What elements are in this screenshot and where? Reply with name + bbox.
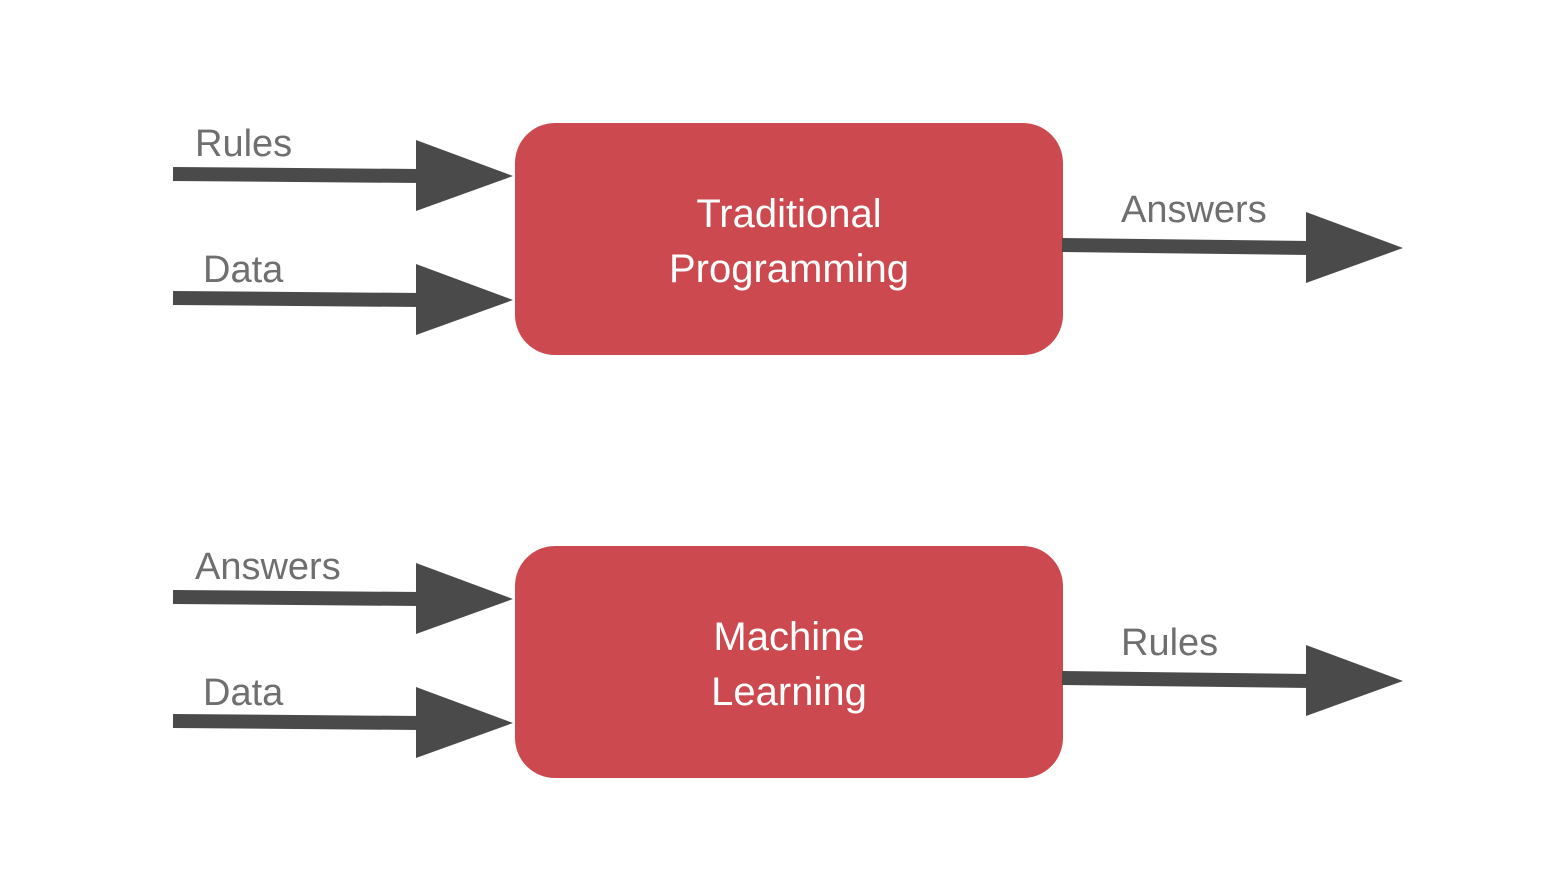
arrow-head [416,264,513,335]
traditional-programming-group: Rules Data Traditional Programming Answe… [172,123,1403,355]
output-arrow-answers: Answers [1061,189,1403,283]
arrow-head [416,140,513,211]
arrow-head [1306,212,1403,283]
input-label-answers: Answers [195,546,341,588]
input-label-data: Data [203,672,284,714]
traditional-programming-box [515,123,1063,355]
box-title-line2: Programming [669,247,909,291]
arrow-shaft [172,291,421,307]
output-label-rules: Rules [1121,622,1218,664]
box-title-line2: Learning [711,670,867,714]
arrow-head [416,563,513,634]
arrow-shaft [1061,238,1311,255]
machine-learning-group: Answers Data Machine Learning Rules [172,546,1403,778]
arrow-shaft [172,590,421,606]
input-label-data: Data [203,249,284,291]
box-title-line1: Traditional [696,192,881,236]
input-arrow-answers: Answers [172,546,513,634]
box-title-line1: Machine [713,615,864,659]
arrow-head [416,687,513,758]
arrow-shaft [172,167,421,183]
output-arrow-rules: Rules [1061,622,1403,716]
input-arrow-rules: Rules [172,123,513,211]
arrow-shaft [172,714,421,730]
input-arrow-data: Data [172,672,513,758]
input-arrow-data: Data [172,249,513,335]
arrow-shaft [1061,671,1311,688]
input-label-rules: Rules [195,123,292,165]
output-label-answers: Answers [1121,189,1267,231]
arrow-head [1306,645,1403,716]
machine-learning-box [515,546,1063,778]
